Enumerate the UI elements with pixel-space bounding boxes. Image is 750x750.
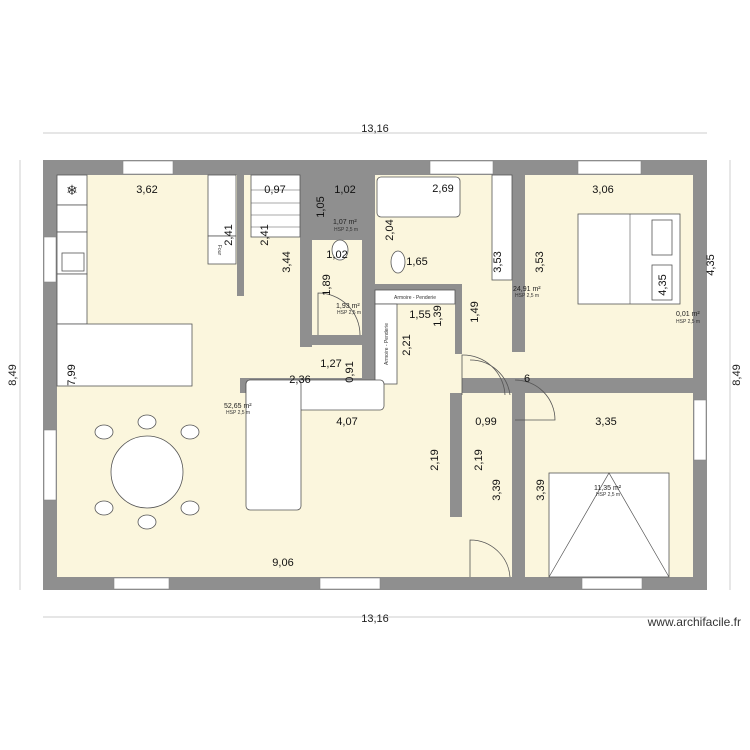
dim: 2,04 bbox=[384, 219, 396, 240]
room-area-garage: 11,35 m² bbox=[594, 485, 622, 492]
dim: 2,41 bbox=[259, 224, 271, 245]
wc-toilet bbox=[331, 239, 349, 261]
dim: 1,02 bbox=[326, 249, 347, 261]
room-area-strip: 0,01 m² bbox=[676, 311, 700, 318]
staircase bbox=[250, 174, 301, 238]
appliance bbox=[56, 204, 88, 233]
dim: 4,07 bbox=[336, 416, 357, 428]
kitchen: ❄ Four bbox=[56, 174, 237, 387]
dimension-labels: 3,62 0,97 1,02 1,05 2,69 3,06 2,41 2,41 … bbox=[66, 183, 717, 569]
wardrobe-horizontal bbox=[374, 289, 456, 305]
dim: 2,21 bbox=[401, 334, 413, 355]
dim: 7,99 bbox=[66, 364, 78, 385]
dim: 3,39 bbox=[491, 479, 503, 500]
dim: 4,35 bbox=[657, 274, 669, 295]
dim: 1,89 bbox=[321, 274, 333, 295]
watermark: www.archifacile.fr bbox=[647, 615, 741, 629]
snowflake-icon: ❄ bbox=[66, 182, 78, 198]
toilet bbox=[390, 250, 406, 274]
dim: 3,35 bbox=[595, 416, 616, 428]
overall-dimensions: 13,16 13,16 8,49 8,49 bbox=[7, 123, 743, 625]
wardrobe-v-label: Armoire - Penderie bbox=[384, 323, 390, 365]
dim: 3,62 bbox=[136, 184, 157, 196]
room-area-bedroom: 24,91 m² bbox=[513, 286, 541, 293]
room-area-living: 52,65 m² bbox=[224, 403, 252, 410]
room-hsp-living: HSP 2,5 m bbox=[226, 410, 250, 416]
dim: 3,39 bbox=[535, 479, 547, 500]
wardrobe-vertical bbox=[374, 303, 398, 385]
car-space bbox=[548, 472, 670, 578]
dim: 0,91 bbox=[344, 361, 356, 382]
dim: 2,36 bbox=[289, 374, 310, 386]
tall-cabinet bbox=[207, 174, 237, 237]
wardrobe-h-label: Armoire - Penderie bbox=[394, 295, 436, 301]
dim: 1,39 bbox=[432, 305, 444, 326]
dim: 3,06 bbox=[592, 184, 613, 196]
room-area-wc: 1,93 m² bbox=[336, 303, 360, 310]
dim: 1,65 bbox=[406, 256, 427, 268]
dim-top: 13,16 bbox=[361, 123, 389, 135]
dim: 0,97 bbox=[264, 184, 285, 196]
room-area-closet: 1,07 m² bbox=[333, 219, 357, 226]
dim: 1,49 bbox=[469, 301, 481, 322]
dim: 6 bbox=[524, 373, 530, 385]
dim: 2,19 bbox=[429, 449, 441, 470]
dim: 1,05 bbox=[315, 196, 327, 217]
room-hsp-wc: HSP 2,5 m bbox=[337, 310, 361, 316]
shower bbox=[376, 176, 461, 218]
dim: 3,53 bbox=[492, 251, 504, 272]
dim: 4,35 bbox=[705, 254, 717, 275]
dim: 2,41 bbox=[223, 224, 235, 245]
living-furniture bbox=[94, 379, 385, 530]
dim: 9,06 bbox=[272, 557, 293, 569]
dim-left: 8,49 bbox=[7, 364, 19, 385]
sofa-chaise bbox=[245, 379, 302, 511]
vanity bbox=[491, 174, 513, 281]
dim: 3,44 bbox=[281, 251, 293, 272]
dim: 1,55 bbox=[409, 309, 430, 321]
bathroom-fixtures: Armoire - Penderie Armoire - Penderie bbox=[331, 174, 513, 385]
dim-bottom: 13,16 bbox=[361, 613, 389, 625]
doors bbox=[317, 292, 556, 578]
dim: 1,27 bbox=[320, 358, 341, 370]
chairs bbox=[94, 414, 200, 530]
room-hsp-strip: HSP 2,5 m bbox=[676, 319, 700, 325]
kitchen-island bbox=[56, 323, 193, 387]
room-hsp-bedroom: HSP 2,5 m bbox=[515, 293, 539, 299]
dim: 0,99 bbox=[475, 416, 496, 428]
room-hsp-closet: HSP 2,5 m bbox=[334, 227, 358, 233]
windows bbox=[43, 160, 707, 590]
room-hsp-garage: HSP 2,5 m bbox=[596, 492, 620, 498]
dim: 2,69 bbox=[432, 183, 453, 195]
dim: 2,19 bbox=[473, 449, 485, 470]
dim: 3,53 bbox=[534, 251, 546, 272]
dim-right: 8,49 bbox=[731, 364, 743, 385]
oven-label: Four bbox=[216, 245, 222, 256]
oven bbox=[207, 235, 237, 265]
dining-table bbox=[110, 435, 184, 509]
dim: 1,02 bbox=[334, 184, 355, 196]
room-labels: 52,65 m² HSP 2,5 m 24,91 m² HSP 2,5 m 11… bbox=[224, 219, 700, 498]
bed bbox=[577, 213, 681, 305]
